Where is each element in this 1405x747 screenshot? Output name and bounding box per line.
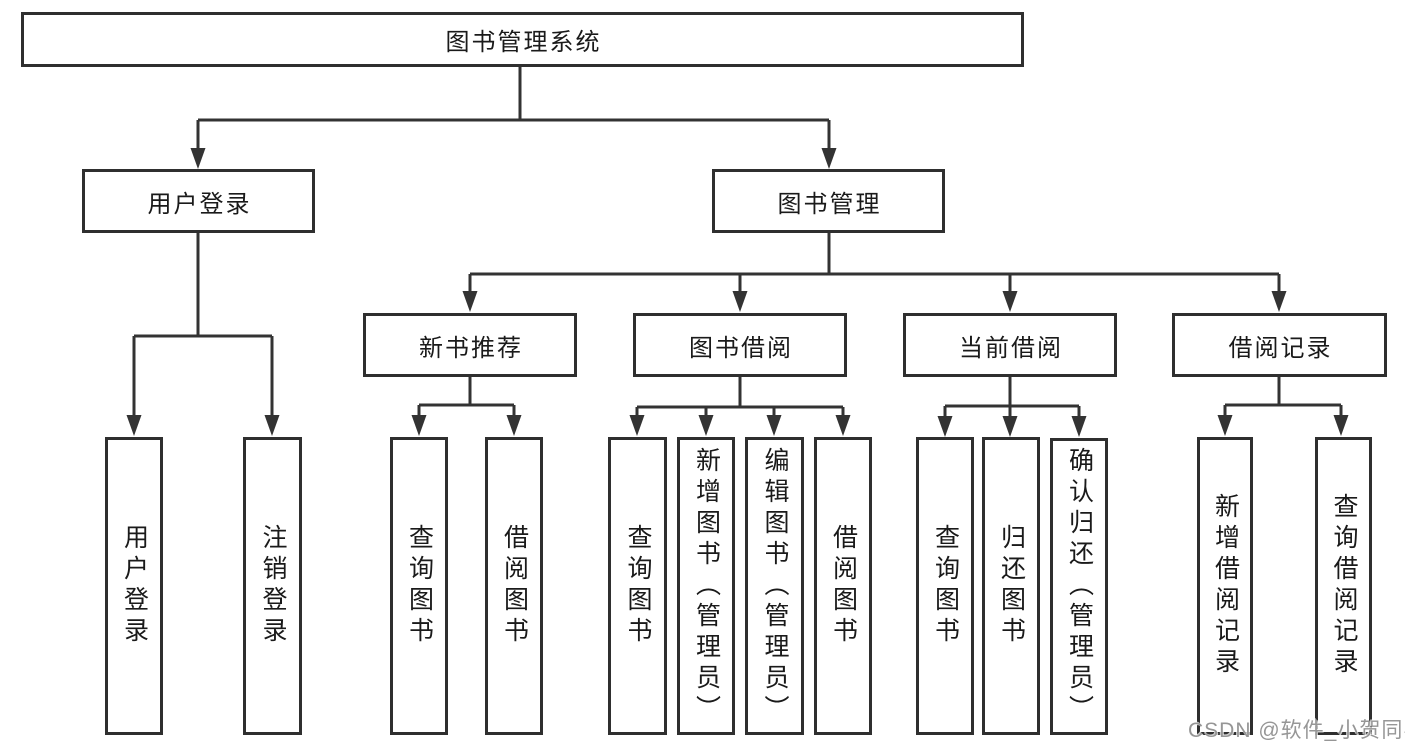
node-new-book-recommend: 新书推荐 — [363, 313, 577, 377]
node-leaf-logout: 注销登录 — [243, 437, 302, 735]
node-leaf-query-book-2: 查询图书 — [608, 437, 667, 735]
node-user-login: 用户登录 — [82, 169, 315, 233]
arrowhead-icon — [126, 415, 142, 436]
arrowhead-icon — [766, 415, 782, 436]
node-leaf-borrow-book-1: 借阅图书 — [485, 437, 543, 735]
watermark: CSDN @软件_小贺同学 — [1188, 719, 1405, 742]
node-leaf-return-book: 归还图书 — [982, 437, 1040, 735]
node-borrow-record: 借阅记录 — [1172, 313, 1387, 377]
arrowhead-icon — [629, 415, 645, 436]
arrowhead-icon — [1271, 291, 1287, 312]
node-leaf-edit-book-admin: 编辑图书（管理员） — [745, 437, 804, 735]
arrowhead-icon — [732, 291, 748, 312]
arrowhead-icon — [411, 415, 427, 436]
node-leaf-query-book-3: 查询图书 — [916, 437, 974, 735]
node-leaf-add-borrow-record: 新增借阅记录 — [1197, 437, 1253, 735]
arrowhead-icon — [835, 415, 851, 436]
node-leaf-query-borrow-record: 查询借阅记录 — [1315, 437, 1372, 735]
connector-root-to-level2 — [190, 67, 837, 169]
node-library-management-system: 图书管理系统 — [21, 12, 1024, 67]
node-leaf-add-book-admin: 新增图书（管理员） — [677, 437, 735, 735]
node-book-management: 图书管理 — [712, 169, 945, 233]
arrowhead-icon — [462, 291, 478, 312]
node-current-borrow: 当前借阅 — [903, 313, 1117, 377]
connector-user-login-children — [126, 233, 280, 436]
arrowhead-icon — [937, 416, 953, 437]
node-book-borrow: 图书借阅 — [633, 313, 847, 377]
node-leaf-user-login: 用户登录 — [105, 437, 163, 735]
arrowhead-icon — [190, 148, 206, 169]
node-leaf-confirm-return-admin: 确认归还（管理员） — [1050, 438, 1108, 735]
arrowhead-icon — [821, 148, 837, 169]
arrowhead-icon — [264, 415, 280, 436]
arrowhead-icon — [1217, 415, 1233, 436]
connector-current-borrow-children — [937, 377, 1087, 437]
arrowhead-icon — [1071, 416, 1087, 437]
arrowhead-icon — [1333, 415, 1349, 436]
node-leaf-query-book-1: 查询图书 — [390, 437, 448, 735]
arrowhead-icon — [1002, 416, 1018, 437]
arrowhead-icon — [698, 415, 714, 436]
connector-book-borrow-children — [629, 377, 851, 436]
connector-borrow-record-children — [1217, 377, 1349, 436]
node-leaf-borrow-book-2: 借阅图书 — [814, 437, 872, 735]
connector-new-book-children — [411, 377, 522, 436]
connector-book-management-children — [462, 233, 1287, 312]
arrowhead-icon — [1002, 291, 1018, 312]
arrowhead-icon — [506, 415, 522, 436]
